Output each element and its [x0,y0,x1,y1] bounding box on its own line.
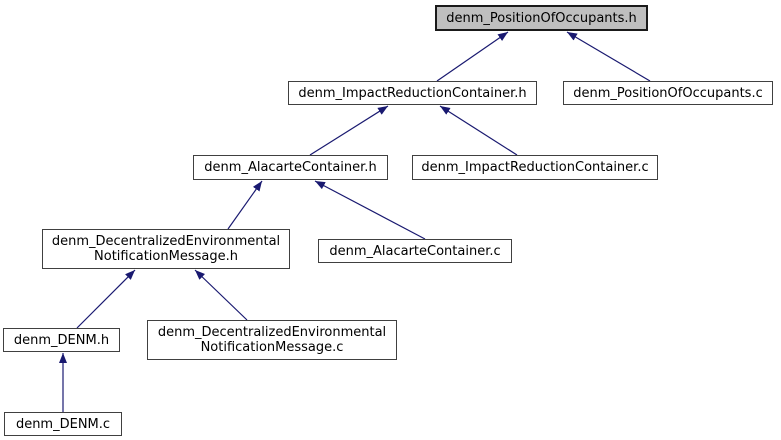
edge-decentralizedenvironmentalnotificationmessage-h-to-alacartecontainer-h [227,180,263,230]
edge-positionofoccupants-c-to-positionofoccupants-h [566,31,651,82]
node-denm-positionofoccupants-h[interactable]: denm_PositionOfOccupants.h [435,5,648,31]
edge-impactreductioncontainer-h-to-positionofoccupants-h [436,31,509,82]
edge-decentralizedenvironmentalnotificationmessage-c-to-decentralizedenvironmentalnotificationmessage-h [194,269,248,321]
node-label: denm_PositionOfOccupants.c [573,85,763,101]
edge-impactreductioncontainer-c-to-impactreductioncontainer-h [439,105,518,156]
node-denm-positionofoccupants-c[interactable]: denm_PositionOfOccupants.c [563,81,773,105]
node-denm-alacartecontainer-h[interactable]: denm_AlacarteContainer.h [193,155,388,180]
node-label: denm_AlacarteContainer.h [204,160,377,175]
node-label-line1: denm_DecentralizedEnvironmental [51,234,281,249]
edge-denm-h-to-decentralizedenvironmentalnotificationmessage-h [76,269,136,329]
node-label-line2: NotificationMessage.c [200,340,344,355]
node-denm-impactreductioncontainer-c[interactable]: denm_ImpactReductionContainer.c [412,155,658,180]
node-label: denm_ImpactReductionContainer.c [421,160,649,175]
node-denm-decentralizedenvironmentalnotificationmessage-c[interactable]: denm_DecentralizedEnvironmental Notifica… [147,320,397,360]
node-label: denm_PositionOfOccupants.h [446,10,637,26]
node-label: denm_AlacarteContainer.c [329,243,501,259]
node-denm-impactreductioncontainer-h[interactable]: denm_ImpactReductionContainer.h [288,81,537,105]
node-denm-denm-h[interactable]: denm_DENM.h [3,328,120,352]
node-label-line1: denm_DecentralizedEnvironmental [157,325,387,340]
node-label: denm_DENM.c [15,416,111,432]
node-denm-alacartecontainer-c[interactable]: denm_AlacarteContainer.c [318,239,512,263]
node-label: denm_DENM.h [13,332,110,348]
node-denm-decentralizedenvironmentalnotificationmessage-h[interactable]: denm_DecentralizedEnvironmental Notifica… [42,229,290,269]
edge-alacartecontainer-h-to-impactreductioncontainer-h [309,105,389,156]
node-denm-denm-c[interactable]: denm_DENM.c [4,412,122,436]
node-label: denm_ImpactReductionContainer.h [298,85,527,101]
node-label-line2: NotificationMessage.h [94,249,238,264]
edge-alacartecontainer-c-to-alacartecontainer-h [314,180,426,240]
